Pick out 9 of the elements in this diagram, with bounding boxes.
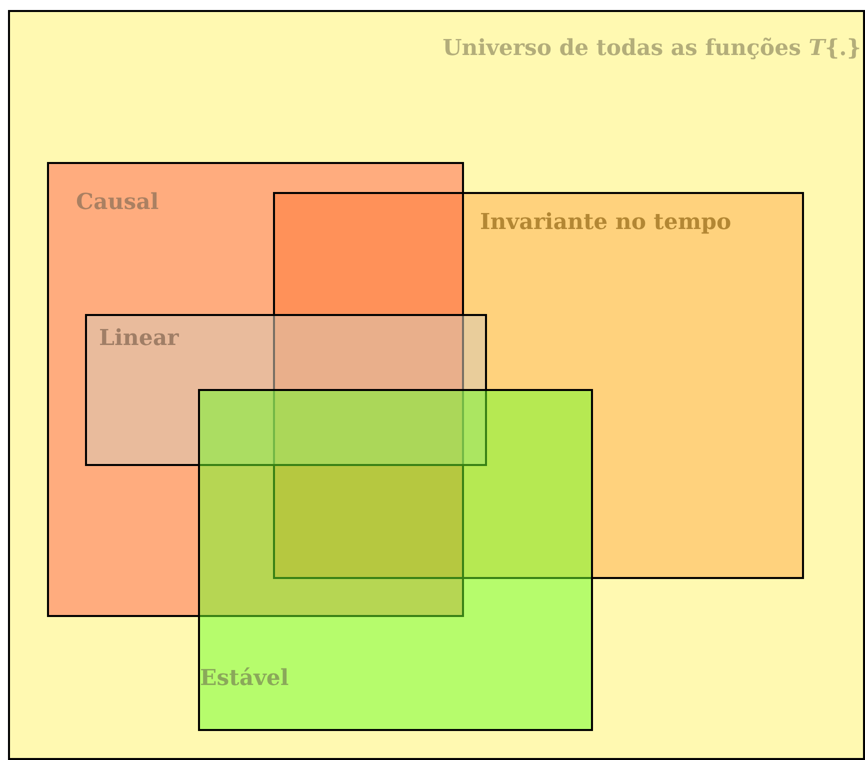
time-invariant-set-box — [273, 192, 804, 579]
set-label: Invariante no tempo — [480, 208, 732, 237]
linear-set-box — [85, 314, 487, 466]
set-label: Causal — [76, 188, 159, 217]
set-label: Universo de todas as funções T{.} — [442, 34, 861, 63]
set-label: Linear — [99, 324, 179, 353]
stable-set-box — [198, 389, 593, 731]
universe-set-box — [8, 10, 865, 760]
set-label: Estável — [200, 664, 289, 693]
